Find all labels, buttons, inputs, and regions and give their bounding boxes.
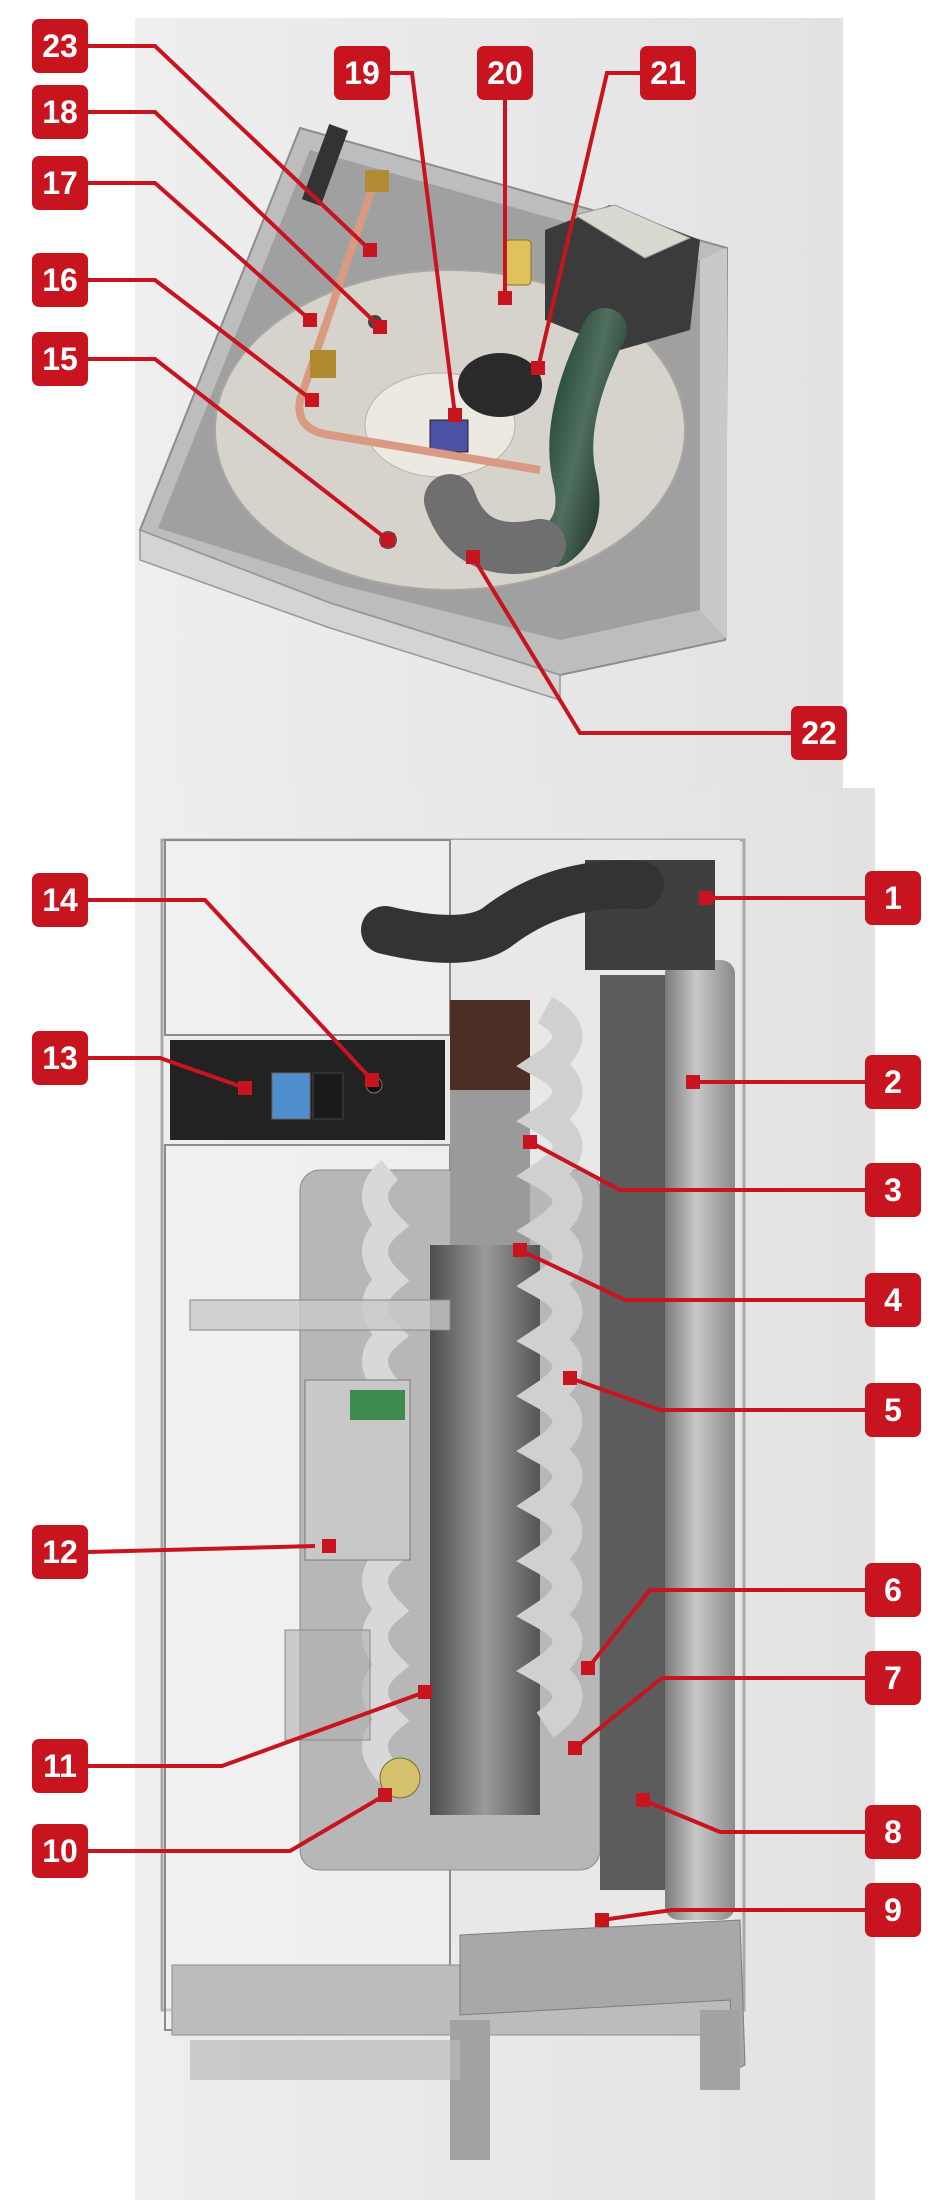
base-leg-right: [700, 2010, 740, 2090]
leader-3: [529, 1140, 865, 1192]
marker-15: [381, 533, 395, 547]
callout-9: 9: [865, 1883, 921, 1937]
callout-12: 12: [32, 1525, 88, 1579]
marker-22: [466, 550, 480, 564]
leader-markers: [238, 243, 713, 1927]
flue-elbow: [424, 474, 566, 574]
air-intake-grille: [573, 204, 692, 259]
leader-13: [88, 1056, 246, 1090]
leader-16: [88, 278, 314, 402]
callout-8: 8: [865, 1805, 921, 1859]
callout-19: 19: [334, 46, 390, 100]
marker-10: [378, 1788, 392, 1802]
leader-19: [390, 71, 457, 416]
top-view: [135, 18, 843, 796]
marker-8: [636, 1793, 650, 1807]
coil-right: [516, 996, 583, 1738]
leader-10: [88, 1793, 387, 1853]
brass-fitting-top: [365, 170, 389, 192]
callout-21: 21: [640, 46, 696, 100]
marker-14: [365, 1073, 379, 1087]
marker-17: [303, 313, 317, 327]
callout-3: 3: [865, 1163, 921, 1217]
callout-20: 20: [477, 46, 533, 100]
burner-mesh: [450, 1000, 530, 1095]
leader-lines: [87, 44, 865, 1922]
marker-21: [531, 361, 545, 375]
marker-7: [568, 1741, 582, 1755]
control-board-pcb: [350, 1390, 405, 1420]
top-housing-right-wall: [700, 248, 727, 640]
leader-15: [88, 357, 390, 542]
marker-3: [523, 1135, 537, 1149]
brass-fitting-valve: [310, 350, 336, 378]
callout-5: 5: [865, 1383, 921, 1437]
burner-fan: [458, 353, 542, 417]
leader-17: [88, 181, 312, 322]
combustion-chamber-top: [450, 1090, 530, 1245]
callout-23: 23: [32, 19, 88, 73]
callout-2: 2: [865, 1055, 921, 1109]
gas-connector: [504, 239, 532, 286]
callout-14: 14: [32, 873, 88, 927]
leader-12: [87, 1544, 316, 1554]
callout-15: 15: [32, 332, 88, 386]
leader-14: [88, 898, 374, 1082]
marker-4: [513, 1243, 527, 1257]
insulation-column: [600, 975, 665, 1890]
marker-23: [363, 243, 377, 257]
marker-6: [581, 1661, 595, 1675]
marker-1: [699, 891, 713, 905]
callout-13: 13: [32, 1031, 88, 1085]
callout-4: 4: [865, 1273, 921, 1327]
leader-8: [642, 1798, 865, 1834]
marker-19: [448, 408, 462, 422]
marker-5: [563, 1371, 577, 1385]
callout-22: 22: [791, 706, 847, 760]
air-intake-pipe: [361, 860, 664, 963]
leader-6: [586, 1588, 865, 1670]
flue-pipe: [665, 960, 735, 1920]
marker-12: [322, 1539, 336, 1553]
leader-18: [88, 110, 382, 329]
leader-11: [88, 1690, 426, 1768]
marker-20: [498, 291, 512, 305]
callout-10: 10: [32, 1824, 88, 1878]
leader-7: [573, 1676, 865, 1750]
leader-22: [471, 555, 791, 735]
mounting-bracket: [301, 123, 349, 207]
leader-9: [601, 1908, 865, 1922]
control-buttons: [312, 1072, 344, 1120]
leader-4: [519, 1248, 865, 1302]
base-foot: [190, 2040, 460, 2080]
marker-16: [305, 393, 319, 407]
marker-18: [373, 320, 387, 334]
callout-7: 7: [865, 1651, 921, 1705]
marker-13: [238, 1081, 252, 1095]
copper-gas-pipe: [295, 178, 541, 474]
callout-6: 6: [865, 1563, 921, 1617]
gas-valve: [429, 419, 469, 453]
callout-18: 18: [32, 85, 88, 139]
leader-5: [569, 1376, 865, 1412]
flexible-air-hose: [533, 308, 627, 567]
callout-11: 11: [32, 1739, 88, 1793]
leader-23: [88, 44, 372, 252]
mounting-rail: [189, 1299, 451, 1331]
marker-11: [418, 1685, 432, 1699]
pump-housing: [284, 1629, 371, 1741]
callout-16: 16: [32, 253, 88, 307]
marker-2: [686, 1075, 700, 1089]
callout-17: 17: [32, 156, 88, 210]
marker-9: [595, 1913, 609, 1927]
callout-1: 1: [865, 871, 921, 925]
front-view: [135, 788, 875, 2200]
control-display: [271, 1072, 311, 1120]
leader-21: [536, 71, 640, 369]
